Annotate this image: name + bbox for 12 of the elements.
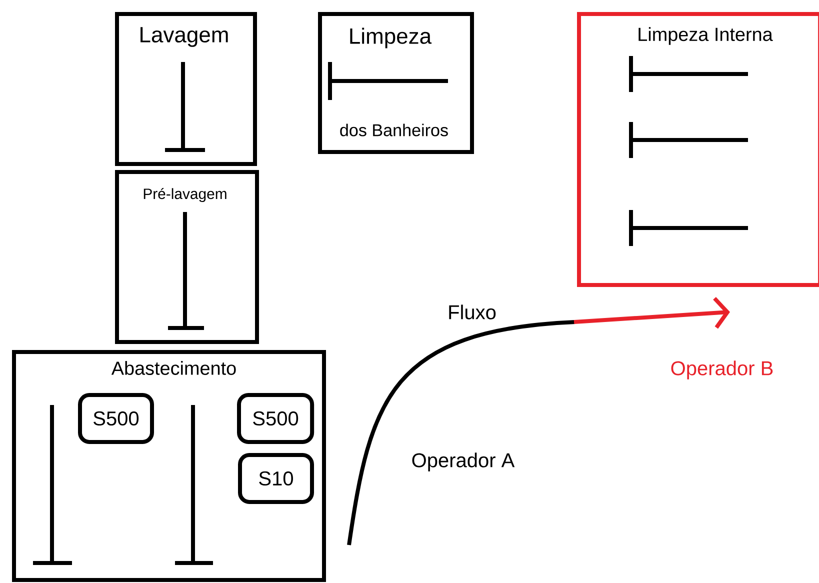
box-title: S500 (253, 411, 298, 426)
box-title: Pré-lavagem (144, 188, 226, 202)
box-title: S10 (259, 471, 293, 486)
box-title: Abastecimento (111, 361, 236, 375)
box-title: Lavagem (140, 27, 228, 47)
box-title: S500 (94, 411, 139, 426)
box-title: Limpeza (350, 28, 432, 48)
box-title: Limpeza Interna (638, 27, 773, 45)
flow-label: Fluxo (449, 304, 496, 320)
flow-label: Operador B (671, 360, 773, 380)
box-subtitle: dos Banheiros (340, 124, 448, 136)
flow-label: Operador A (412, 452, 515, 472)
